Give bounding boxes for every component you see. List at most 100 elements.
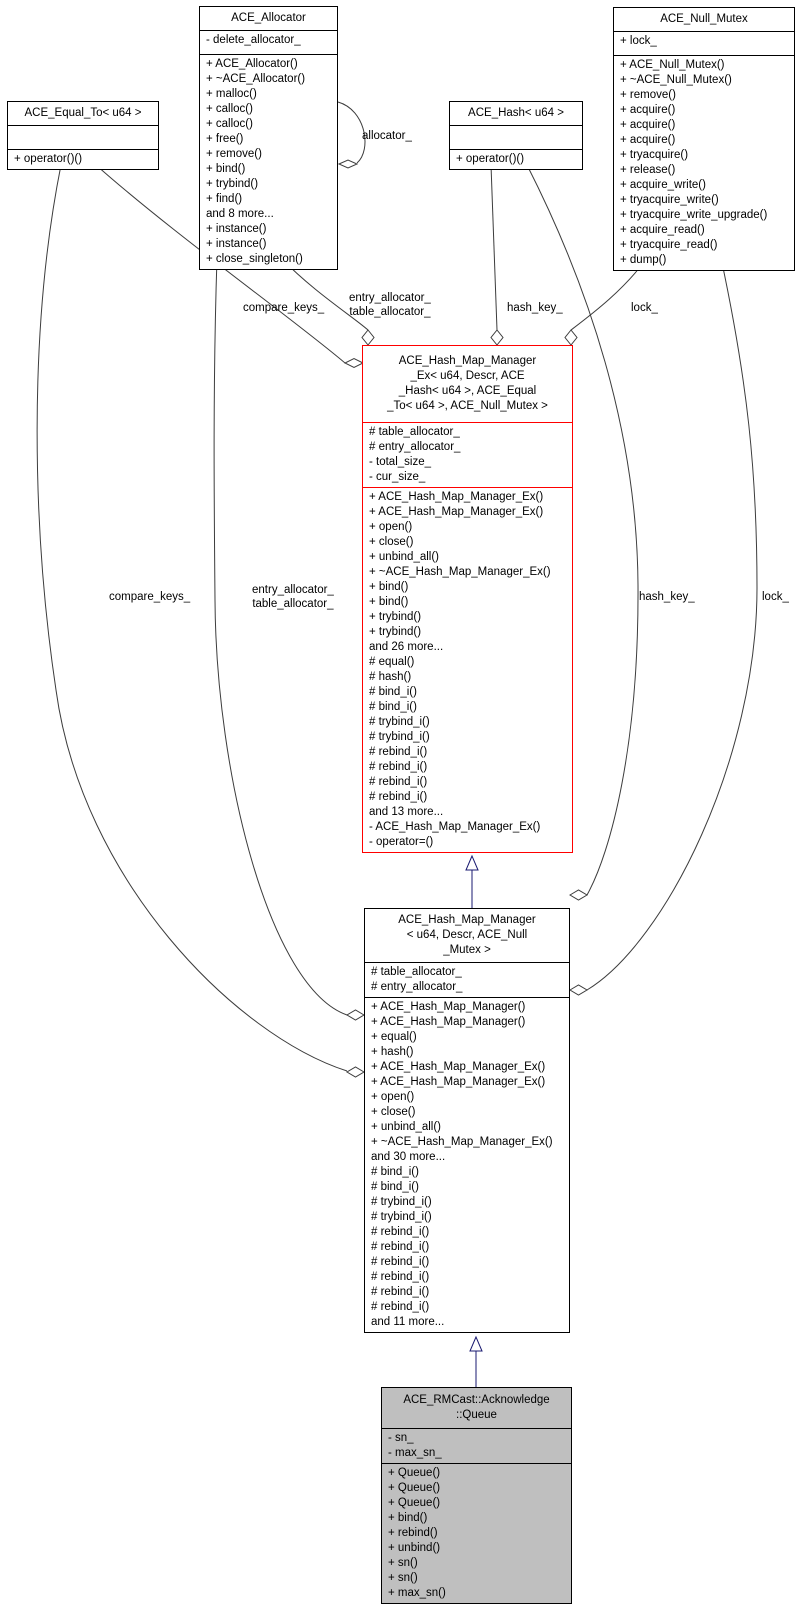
- class-method: - operator=(): [369, 836, 434, 848]
- class-method: + ~ACE_Hash_Map_Manager_Ex(): [369, 566, 551, 578]
- class-method: + instance(): [206, 238, 267, 250]
- class-method: and 30 more...: [371, 1151, 446, 1163]
- edge-hash-key-manager: [526, 164, 639, 901]
- class-method: + close(): [369, 536, 414, 548]
- class-box-ace-hash[interactable]: ACE_Hash< u64 > + operator()(): [449, 101, 583, 170]
- class-method: + bind(): [206, 163, 246, 175]
- class-method: # rebind_i(): [371, 1301, 430, 1313]
- class-method: + ~ACE_Allocator(): [206, 73, 306, 85]
- class-title: ACE_Equal_To< u64 >: [24, 107, 142, 119]
- class-attribute: - delete_allocator_: [206, 34, 301, 46]
- class-attribute: - sn_: [388, 1432, 414, 1444]
- edge-label-compare-keys-mid: compare_keys_: [109, 591, 191, 603]
- class-method: + free(): [206, 133, 244, 145]
- class-method: + remove(): [206, 148, 262, 160]
- class-method: + ACE_Hash_Map_Manager_Ex(): [371, 1076, 546, 1088]
- class-method: + ACE_Hash_Map_Manager(): [371, 1016, 526, 1028]
- class-box-ace-rmcast-acknowledge-queue: ACE_RMCast::Acknowledge ::Queue - sn_- m…: [381, 1387, 572, 1604]
- edge-lock-manager: [569, 257, 758, 996]
- class-method: + calloc(): [206, 103, 253, 115]
- class-method: # bind_i(): [371, 1181, 419, 1193]
- edge-label-allocator: allocator_: [362, 130, 412, 142]
- edge-label-entry-table-mid: entry_allocator_ table_allocator_: [252, 584, 334, 610]
- class-method: + ACE_Hash_Map_Manager(): [371, 1001, 526, 1013]
- class-title: ACE_Allocator: [231, 12, 306, 24]
- class-box-ace-hash-map-manager-ex[interactable]: ACE_Hash_Map_Manager _Ex< u64, Descr, AC…: [362, 345, 573, 853]
- class-title: ACE_Hash< u64 >: [468, 107, 564, 119]
- class-method: + acquire(): [620, 104, 676, 116]
- class-method: + max_sn(): [388, 1587, 446, 1599]
- class-attribute: # table_allocator_: [369, 426, 460, 438]
- edge-hash-key-ex: [490, 164, 504, 346]
- class-method: + acquire_read(): [620, 224, 705, 236]
- class-title: ACE_Null_Mutex: [660, 13, 748, 25]
- class-box-ace-hash-map-manager[interactable]: ACE_Hash_Map_Manager < u64, Descr, ACE_N…: [364, 908, 570, 1333]
- class-method: and 8 more...: [206, 208, 274, 220]
- class-method: and 26 more...: [369, 641, 444, 653]
- class-attribute: # entry_allocator_: [369, 441, 461, 453]
- class-attribute: # entry_allocator_: [371, 981, 463, 993]
- class-title: ACE_RMCast::Acknowledge ::Queue: [403, 1394, 550, 1421]
- class-method: + sn(): [388, 1557, 418, 1569]
- edge-label-entry-table-top: entry_allocator_ table_allocator_: [349, 292, 431, 318]
- edge-label-hash-key-top: hash_key_: [507, 302, 563, 314]
- class-method: # rebind_i(): [369, 746, 428, 758]
- class-method: + trybind(): [369, 626, 422, 638]
- class-method: # trybind_i(): [371, 1196, 432, 1208]
- class-method: + Queue(): [388, 1497, 441, 1509]
- class-attribute: - cur_size_: [369, 471, 426, 483]
- class-method: + operator()(): [456, 153, 525, 165]
- class-method: # trybind_i(): [369, 731, 430, 743]
- class-method: + Queue(): [388, 1467, 441, 1479]
- class-method: + equal(): [371, 1031, 417, 1043]
- class-method: # rebind_i(): [371, 1226, 430, 1238]
- class-method: + rebind(): [388, 1527, 438, 1539]
- edge-allocator-self-loop: [337, 101, 366, 169]
- edge-entry-table-manager: [213, 257, 365, 1021]
- class-method: + ~ACE_Null_Mutex(): [620, 74, 732, 86]
- class-box-ace-null-mutex[interactable]: ACE_Null_Mutex + lock_ + ACE_Null_Mutex(…: [613, 7, 795, 271]
- class-method: and 13 more...: [369, 806, 444, 818]
- class-box-ace-equal-to[interactable]: ACE_Equal_To< u64 > + operator()(): [7, 101, 159, 170]
- class-method: + unbind_all(): [369, 551, 440, 563]
- class-method: # rebind_i(): [371, 1286, 430, 1298]
- class-method: + tryacquire(): [620, 149, 689, 161]
- class-method: + tryacquire_write_upgrade(): [620, 209, 768, 221]
- class-method: + malloc(): [206, 88, 257, 100]
- class-method: # hash(): [369, 671, 412, 683]
- class-method: + trybind(): [369, 611, 422, 623]
- class-method: + sn(): [388, 1572, 418, 1584]
- class-method: # bind_i(): [369, 686, 417, 698]
- class-method: + ACE_Hash_Map_Manager_Ex(): [369, 491, 544, 503]
- class-method: # bind_i(): [371, 1166, 419, 1178]
- class-method: + tryacquire_write(): [620, 194, 719, 206]
- class-method: # rebind_i(): [371, 1241, 430, 1253]
- class-method: + ACE_Hash_Map_Manager_Ex(): [369, 506, 544, 518]
- inheritance-arrow-queue-to-manager: [469, 1335, 483, 1390]
- class-method: + bind(): [369, 596, 409, 608]
- class-method: + release(): [620, 164, 676, 176]
- class-method: + bind(): [388, 1512, 428, 1524]
- class-method: + instance(): [206, 223, 267, 235]
- class-box-ace-allocator[interactable]: ACE_Allocator - delete_allocator_ + ACE_…: [199, 6, 338, 270]
- class-method: and 11 more...: [371, 1316, 445, 1328]
- class-method: + close_singleton(): [206, 253, 303, 265]
- class-method: + find(): [206, 193, 243, 205]
- class-method: + open(): [371, 1091, 415, 1103]
- class-attribute: - max_sn_: [388, 1447, 442, 1459]
- edge-label-hash-key-mid: hash_key_: [639, 591, 695, 603]
- class-attribute: # table_allocator_: [371, 966, 462, 978]
- class-method: # rebind_i(): [369, 791, 428, 803]
- class-method: + acquire(): [620, 119, 676, 131]
- class-method: # rebind_i(): [369, 761, 428, 773]
- class-method: + unbind_all(): [371, 1121, 442, 1133]
- class-method: + trybind(): [206, 178, 259, 190]
- class-method: + acquire_write(): [620, 179, 706, 191]
- inheritance-arrow-manager-to-ex: [465, 854, 479, 908]
- class-attribute: - total_size_: [369, 456, 432, 468]
- class-title: ACE_Hash_Map_Manager < u64, Descr, ACE_N…: [398, 914, 536, 956]
- class-method: + operator()(): [14, 153, 83, 165]
- class-method: + open(): [369, 521, 413, 533]
- class-method: # bind_i(): [369, 701, 417, 713]
